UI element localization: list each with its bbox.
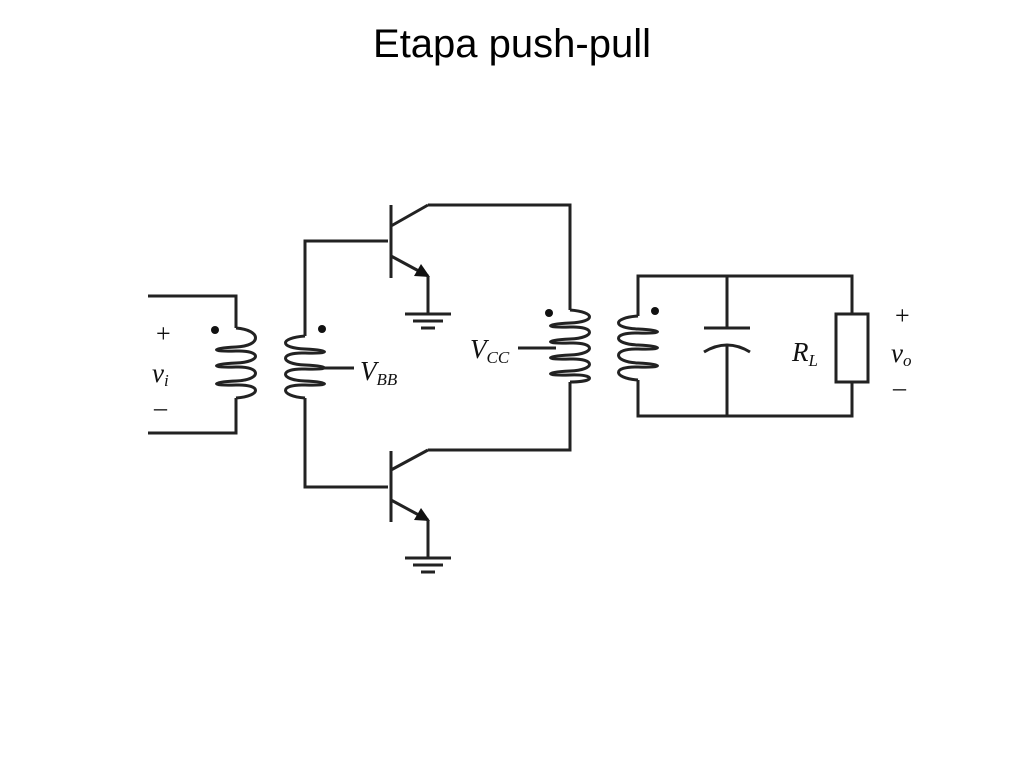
rl-label: RL: [791, 337, 818, 370]
output-transformer-secondary-coil: [617, 314, 659, 382]
tank-capacitor: [703, 326, 751, 354]
vi-minus-sign: –: [153, 393, 168, 422]
vi-label: vi: [152, 358, 169, 390]
page-title: Etapa push-pull: [373, 22, 651, 66]
vo-label: vo: [891, 338, 911, 370]
vbb-label: VBB: [360, 356, 398, 389]
input-secondary-polarity-dot: [318, 325, 326, 333]
input-transformer-secondary-coil: [284, 334, 326, 400]
collector-wires: [428, 203, 572, 452]
top-transistor: [389, 203, 430, 278]
output-transformer-primary-coil: [549, 308, 591, 384]
input-wires: [148, 294, 238, 435]
output-primary-polarity-dot: [545, 309, 553, 317]
vbb-label-var: V: [360, 356, 380, 386]
input-transformer-primary-coil: [215, 326, 257, 400]
vo-label-var: v: [891, 338, 903, 368]
vi-plus-sign: +: [156, 319, 171, 348]
output-wires: [636, 274, 854, 418]
rl-label-var: R: [791, 337, 809, 367]
input-primary-polarity-dot: [211, 326, 219, 334]
vbb-label-sub: BB: [377, 370, 398, 389]
output-secondary-polarity-dot: [651, 307, 659, 315]
vi-label-var: v: [152, 358, 164, 388]
vcc-label-sub: CC: [487, 348, 510, 367]
vcc-label: VCC: [470, 334, 510, 367]
vi-label-sub: i: [164, 371, 169, 390]
vo-minus-sign: –: [892, 373, 907, 402]
load-resistor: [834, 312, 870, 384]
vo-plus-sign: +: [895, 301, 910, 330]
vcc-label-var: V: [470, 334, 490, 364]
bottom-ground-symbol: [405, 520, 451, 574]
base-wires: [303, 239, 388, 489]
top-ground-symbol: [405, 276, 451, 330]
vo-label-sub: o: [903, 351, 912, 370]
bottom-transistor: [389, 448, 430, 522]
rl-label-sub: L: [808, 351, 818, 370]
